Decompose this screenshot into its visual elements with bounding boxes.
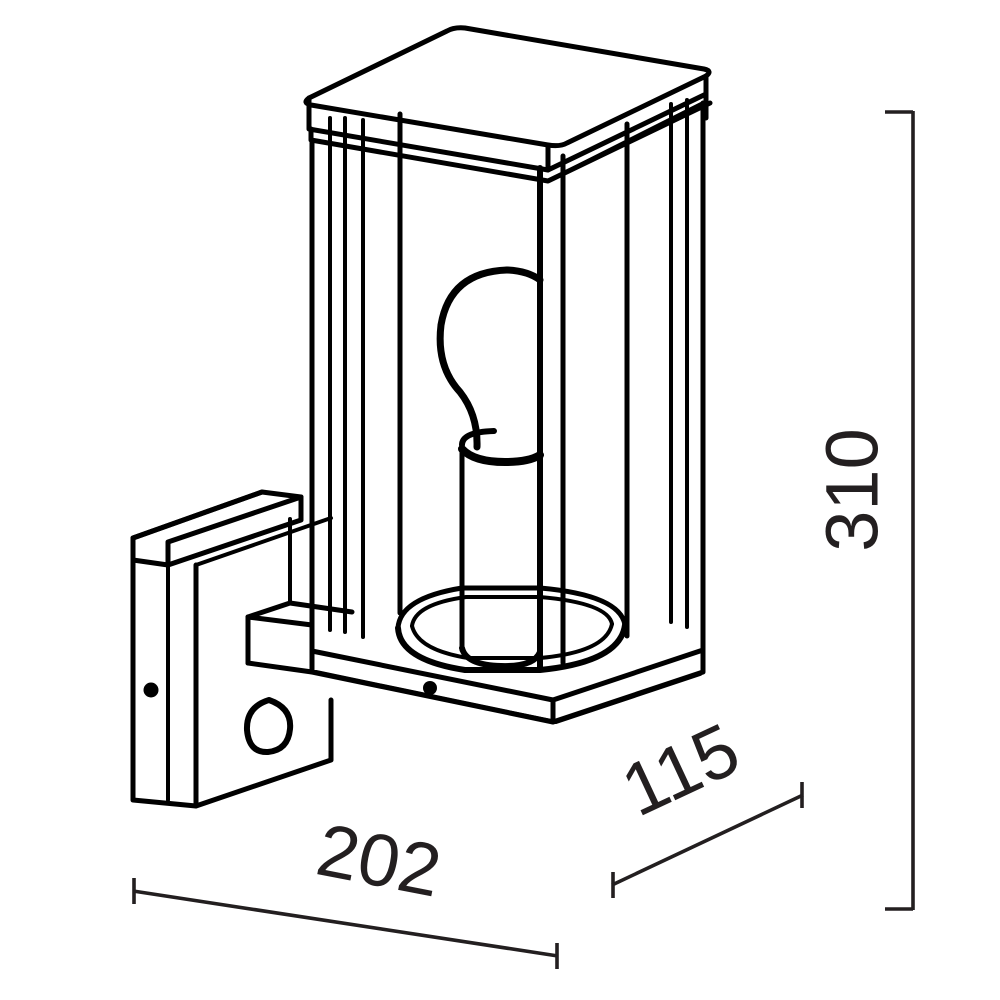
base-screw-icon <box>423 681 437 695</box>
cap-skirt-left <box>306 95 551 173</box>
lantern-cage-frame <box>309 98 706 671</box>
bracket-arm-upper-inner <box>165 494 304 568</box>
bulb-glass-top <box>503 266 544 284</box>
dimension-lines <box>132 110 915 969</box>
top-cap-plate <box>303 25 713 184</box>
bulb-socket-cylinder <box>459 446 543 671</box>
base-right-face <box>550 647 706 725</box>
bulb-base-collar <box>458 445 544 466</box>
socket-ring-outer-top <box>395 585 628 631</box>
wall-plate-front-lower <box>193 697 334 809</box>
wall-plate-front-upper <box>194 516 333 567</box>
socket-ring-outer-bottom <box>395 622 628 673</box>
pir-sensor-lens-icon <box>243 697 294 756</box>
cap-top-face <box>303 25 712 149</box>
bulb-neck-left <box>459 428 497 448</box>
wall-bracket-arm-lower <box>245 517 355 675</box>
wall-bracket-arm-upper <box>130 489 304 568</box>
light-bulb <box>436 266 544 466</box>
base-lower-lip <box>314 670 702 724</box>
socket-ring-inner-top <box>410 595 614 628</box>
bulb-glass-left <box>436 266 511 451</box>
dim-line-depth <box>611 793 804 887</box>
dimension-label-width: 202 <box>311 808 448 913</box>
wall-mount-plate <box>130 516 334 809</box>
bracket-arm-lower-face <box>245 614 315 675</box>
bracket-screw-icon <box>143 682 159 698</box>
bracket-arm-lower-top <box>245 600 355 620</box>
wall-plate-left-edge <box>130 557 199 809</box>
dimension-label-height: 310 <box>811 428 894 551</box>
bracket-arm-upper-topedge <box>130 489 265 541</box>
cage-rail-top-right <box>546 101 705 183</box>
product-illustration <box>130 25 713 809</box>
cage-rail-top-front <box>310 138 550 183</box>
dimension-label-depth: 115 <box>609 707 751 832</box>
dim-line-width <box>132 889 559 958</box>
socket-ring-inner-bottom <box>410 622 614 660</box>
base-plate <box>309 647 706 725</box>
socket-ring <box>395 585 628 673</box>
